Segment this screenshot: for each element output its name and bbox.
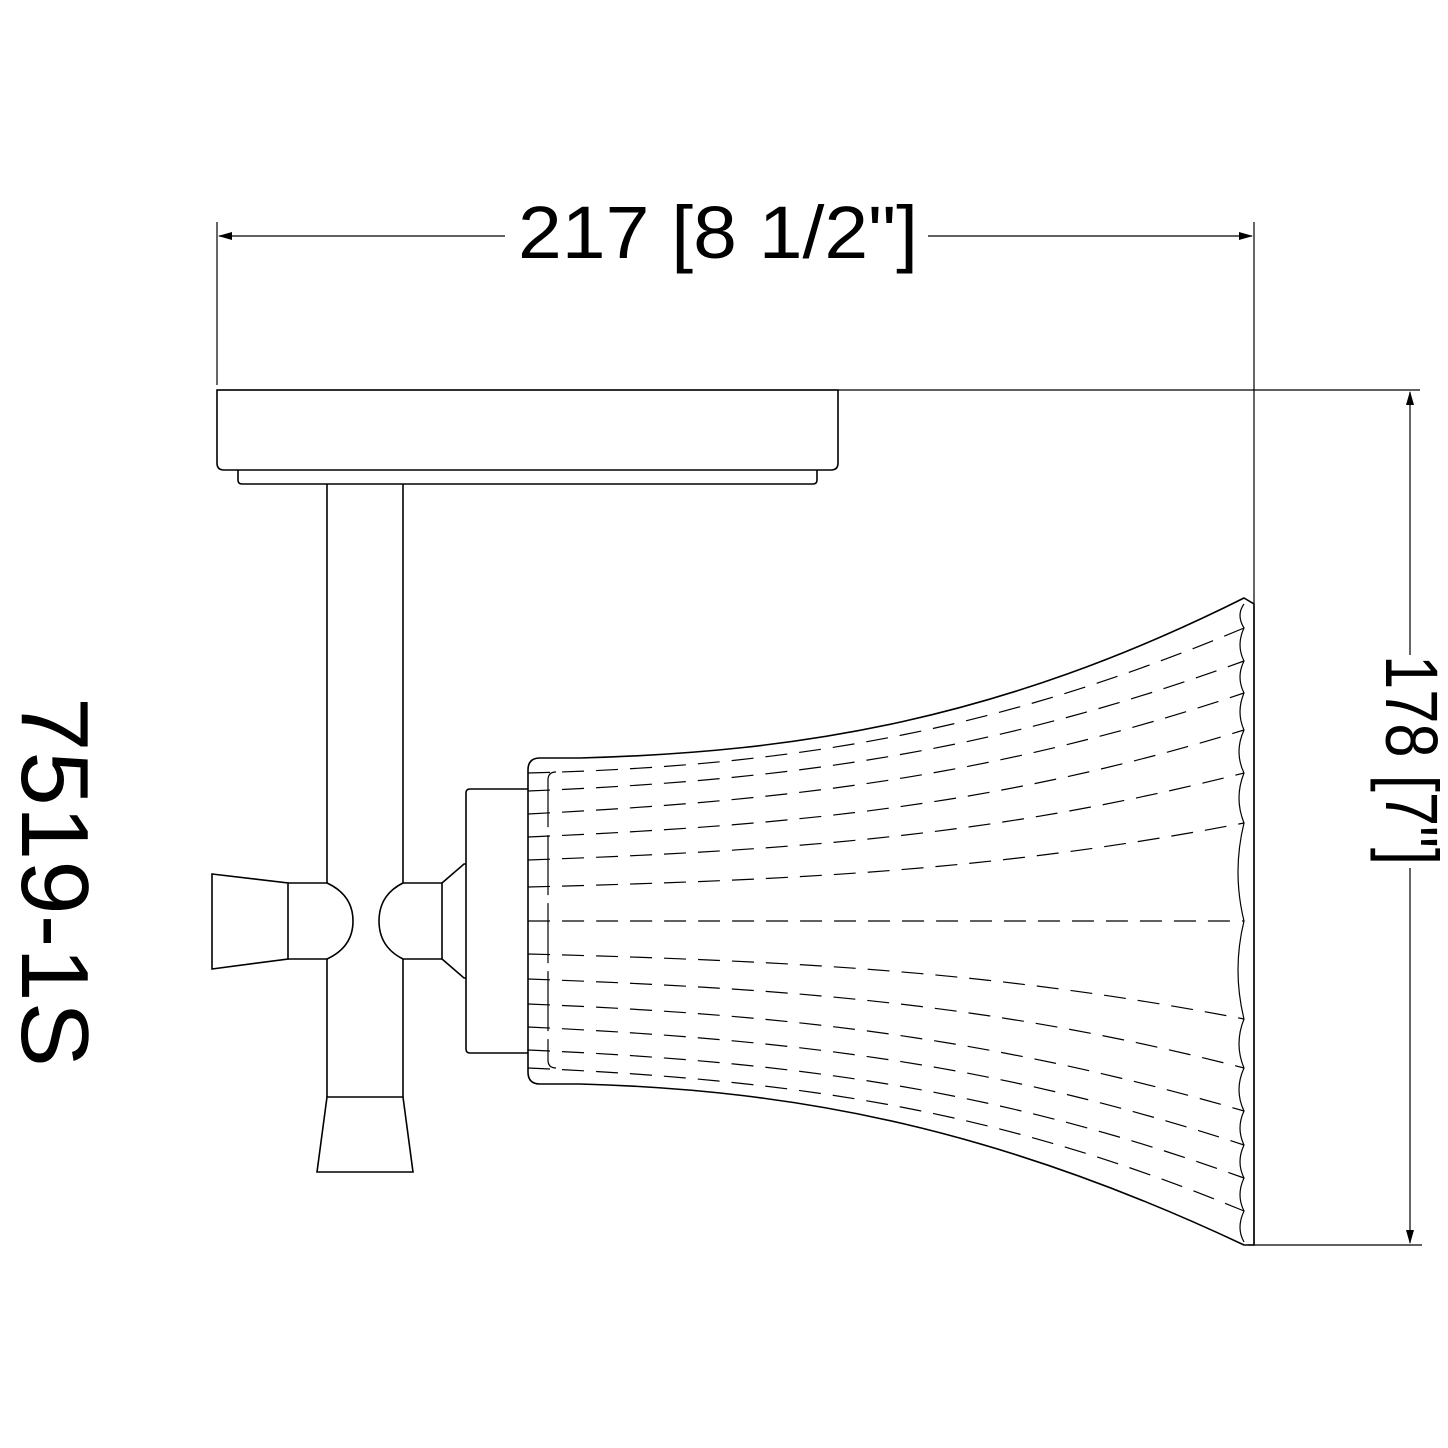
bottom-end-cap (316, 1096, 414, 1173)
height-dimension: 178 [7"] (217, 389, 1448, 1246)
height-dimension-label: 178 [7"] (1370, 655, 1448, 865)
glass-shade (527, 597, 1255, 1246)
canopy (216, 389, 839, 485)
swivel-knuckle-right (378, 863, 466, 979)
socket-housing (465, 788, 528, 1054)
width-dimension-label: 217 [8 1/2"] (518, 191, 918, 274)
model-number-label: 7519-1S (1, 697, 108, 1067)
width-dimension: 217 [8 1/2"] (216, 191, 1255, 1245)
stem (326, 484, 404, 1097)
swivel-knob-left (211, 873, 354, 970)
